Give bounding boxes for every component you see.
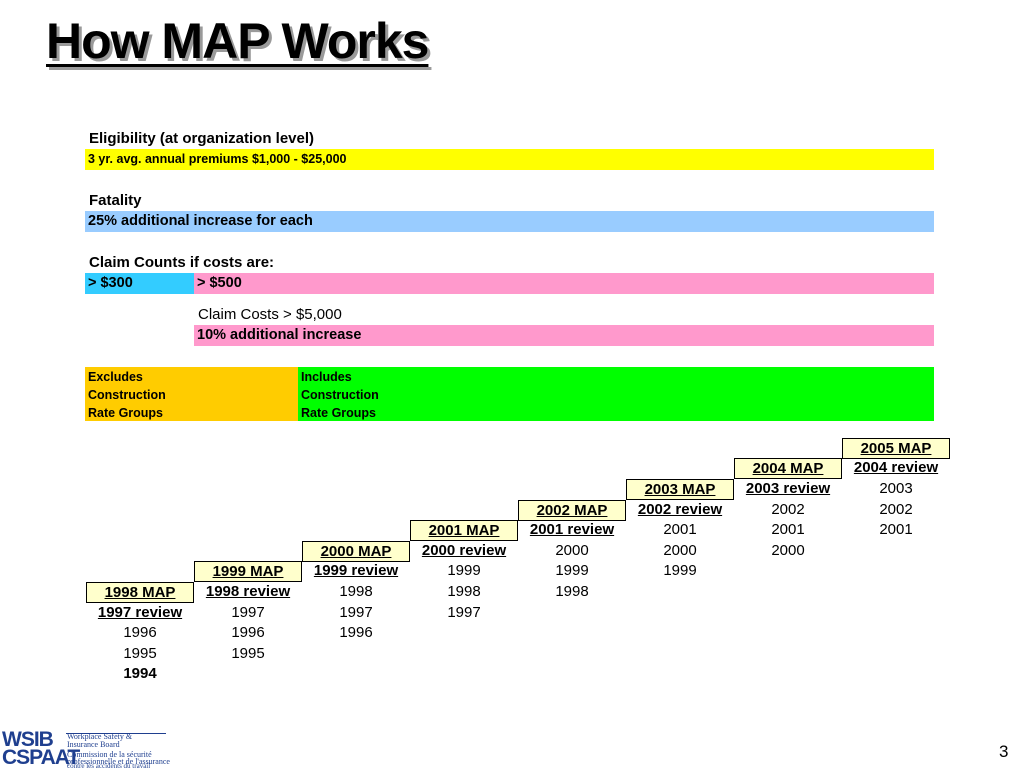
data-year: 1999 (447, 562, 481, 580)
includes-line: Construction (301, 388, 379, 402)
excludes-construction-box: Excludes Construction Rate Groups (85, 367, 298, 421)
org-name-fr-1: Commission de la sécurité (67, 750, 152, 759)
review-year: 2003 review (745, 480, 831, 497)
map-year-box: 2001 MAP (410, 520, 518, 542)
data-year: 2001 (879, 521, 913, 539)
eligibility-label: Eligibility (at organization level) (89, 130, 315, 147)
review-year: 2002 review (637, 500, 723, 518)
org-name-en-1: Workplace Safety & (67, 732, 133, 741)
eligibility-bar: 3 yr. avg. annual premiums $1,000 - $25,… (85, 149, 934, 170)
org-name-fr-2: professionnelle et de l'assurance (67, 757, 170, 766)
data-year: 1997 (447, 603, 481, 621)
data-year: 1996 (231, 624, 265, 642)
review-year: 1997 review (97, 603, 183, 621)
data-year: 2000 (663, 541, 697, 559)
data-year: 2001 (663, 521, 697, 539)
claim-costs-bar: 10% additional increase (194, 325, 934, 346)
claim-costs-label: Claim Costs > $5,000 (198, 306, 342, 323)
claim-counts-500: > $500 (194, 273, 934, 294)
data-year: 1997 (231, 603, 265, 621)
claim-counts-300: > $300 (85, 273, 194, 294)
data-year: 2002 (771, 500, 805, 518)
data-year: 1998 (339, 583, 373, 600)
map-year-box: 1999 MAP (194, 561, 302, 583)
cspaat-logo: CSPAAT (2, 746, 80, 769)
data-year: 2003 (879, 480, 913, 497)
data-year: 2000 (555, 541, 589, 559)
org-name-fr-3: contre les accidents du travail (67, 762, 151, 770)
map-year-box: 2003 MAP (626, 479, 734, 500)
data-year: 2002 (879, 500, 913, 518)
excludes-line: Rate Groups (88, 406, 164, 420)
fatality-label: Fatality (89, 192, 142, 209)
wsib-logo: WSIB (2, 728, 54, 751)
review-year: 1998 review (205, 583, 291, 600)
page-title: How MAP Works (46, 13, 429, 69)
data-year: 1995 (231, 644, 265, 662)
excludes-line: Construction (88, 388, 166, 402)
includes-line: Rate Groups (301, 406, 377, 420)
data-year: 1999 (555, 562, 589, 580)
org-name-en-2: Insurance Board (67, 740, 120, 749)
data-year: 1994 (123, 665, 157, 683)
fatality-bar: 25% additional increase for each (85, 211, 934, 232)
map-year-box: 2005 MAP (842, 437, 950, 459)
includes-line: Includes (301, 370, 352, 384)
review-year: 2004 review (853, 459, 939, 477)
includes-construction-box: Includes Construction Rate Groups (298, 367, 934, 421)
map-year-box: 2002 MAP (518, 499, 626, 521)
review-year: 2000 review (421, 541, 507, 559)
excludes-line: Excludes (88, 370, 143, 384)
data-year: 1996 (123, 624, 157, 642)
data-year: 1998 (555, 583, 589, 600)
data-year: 1998 (447, 583, 481, 600)
page-number: 3 (999, 742, 1009, 761)
data-year: 2000 (771, 541, 805, 559)
data-year: 1999 (663, 562, 697, 580)
data-year: 1996 (339, 624, 373, 642)
data-year: 1997 (339, 603, 373, 621)
logo-divider (66, 733, 166, 734)
map-year-box: 1998 MAP (86, 582, 194, 603)
review-year: 1999 review (313, 562, 399, 580)
data-year: 2001 (771, 521, 805, 539)
claim-counts-label: Claim Counts if costs are: (89, 254, 275, 271)
data-year: 1995 (123, 644, 157, 662)
review-year: 2001 review (529, 521, 615, 539)
map-year-box: 2004 MAP (734, 458, 842, 480)
map-year-box: 2000 MAP (302, 540, 410, 562)
